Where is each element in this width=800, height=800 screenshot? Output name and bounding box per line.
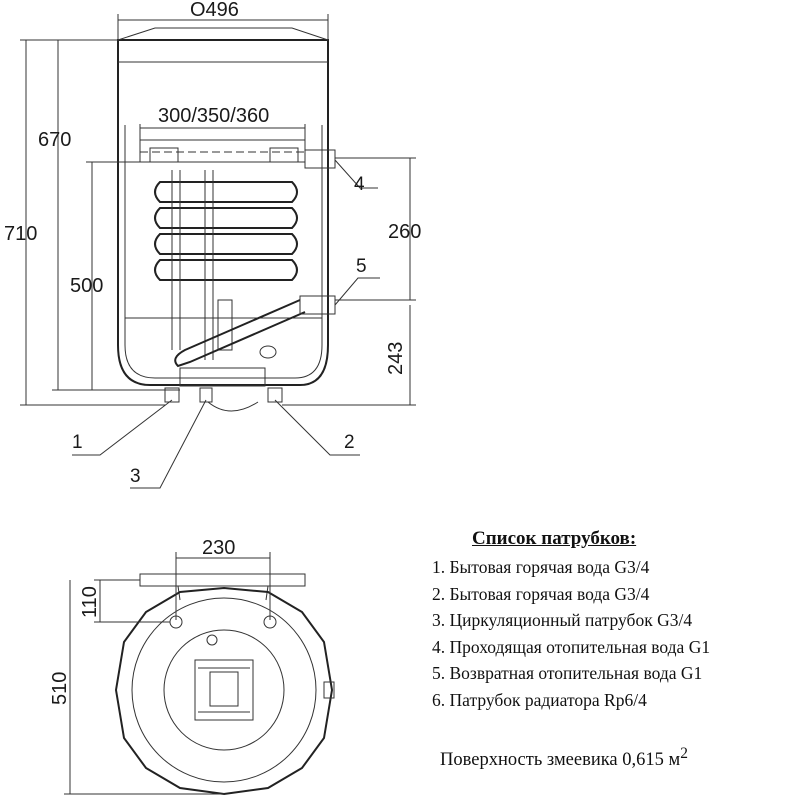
- coil-surface-superscript: 2: [680, 745, 688, 762]
- dim-260: 260: [388, 221, 421, 243]
- legend-item: 2. Бытовая горячая вода G3/4: [432, 583, 650, 604]
- coil-surface-note: Поверхность змеевика 0,615 м2: [440, 745, 688, 771]
- legend-item: 4. Проходящая отопительная вода G1: [432, 636, 711, 657]
- dim-230: 230: [202, 537, 235, 559]
- dim-500: 500: [70, 275, 103, 297]
- callout-3: 3: [130, 466, 141, 487]
- legend-item: 3. Циркуляционный патрубок G3/4: [432, 610, 693, 630]
- dim-top-width: 300/350/360: [158, 105, 269, 127]
- dim-670: 670: [38, 129, 71, 151]
- dim-243: 243: [385, 342, 407, 375]
- coil-surface-text: Поверхность змеевика 0,615 м: [440, 750, 681, 771]
- callout-4: 4: [354, 174, 365, 195]
- dim-diameter: O496: [190, 0, 239, 21]
- legend-item: 6. Патрубок радиатора Rp6/4: [432, 689, 647, 710]
- callout-2: 2: [344, 432, 355, 453]
- legend-title: Список патрубков:: [472, 528, 637, 549]
- legend-list: 1. Бытовая горячая вода G3/4 2. Бытовая …: [432, 554, 792, 713]
- callout-leaders: [72, 159, 380, 489]
- front-view: [20, 14, 416, 489]
- callout-5: 5: [356, 256, 367, 277]
- front-dimension-lines: [20, 14, 416, 406]
- dim-510: 510: [49, 672, 71, 705]
- legend-item: 1. Бытовая горячая вода G3/4: [432, 557, 650, 577]
- heating-coil: [154, 181, 298, 281]
- top-view: [64, 552, 335, 796]
- legend-item: 5. Возвратная отопительная вода G1: [432, 663, 703, 683]
- dim-710: 710: [4, 223, 37, 245]
- callout-1: 1: [72, 432, 83, 453]
- connections-legend: Список патрубков: 1. Бытовая горячая вод…: [432, 528, 792, 713]
- dim-110: 110: [79, 586, 101, 618]
